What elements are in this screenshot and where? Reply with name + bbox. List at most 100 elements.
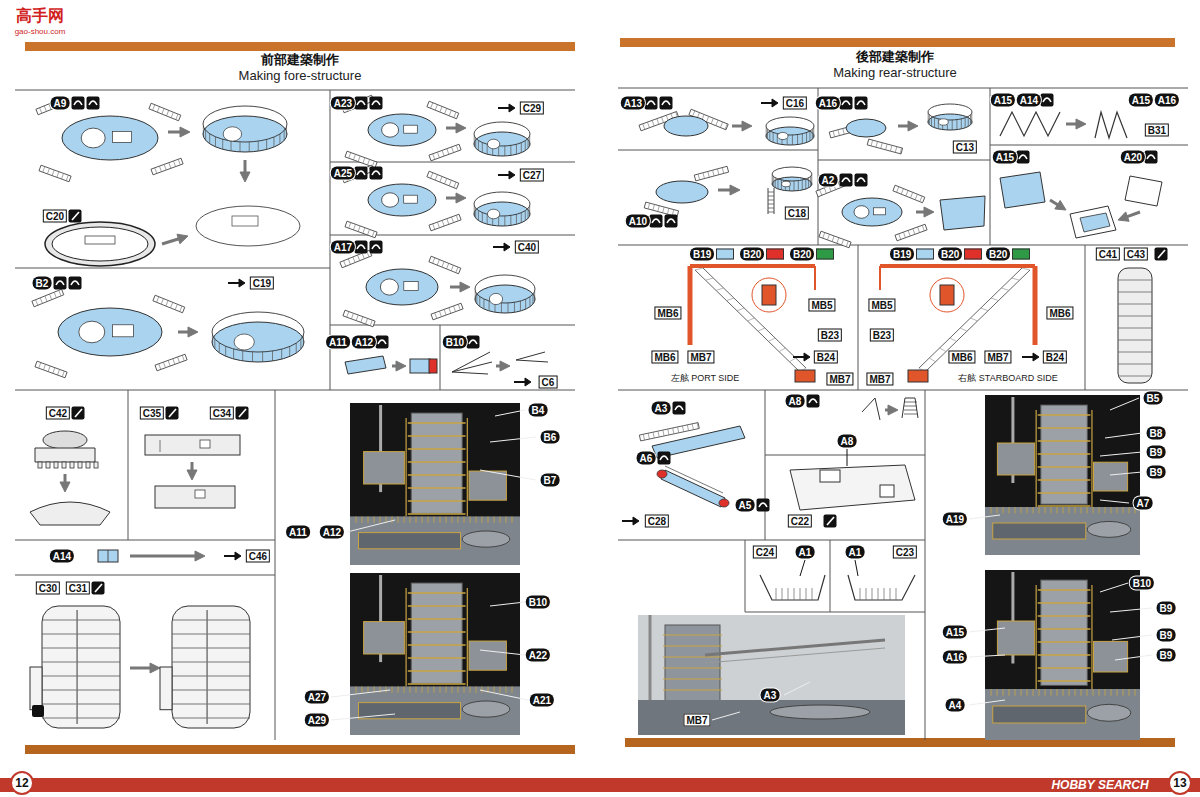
drawn-line: [362, 516, 363, 522]
subheading-text: Making fore-structure: [231, 68, 370, 84]
part-number-box: C30: [36, 582, 60, 595]
drawn-rect: [908, 370, 928, 382]
illustration-part: [433, 154, 435, 160]
illustration-part: [39, 165, 71, 182]
part-callout: B9: [1157, 602, 1176, 615]
drawn-line: [440, 325, 441, 390]
drawn-rect: [874, 208, 886, 215]
drawn-rect: [658, 452, 671, 465]
drawn-line: [482, 213, 483, 223]
drawn-line: [956, 120, 957, 130]
illustration-part: [170, 302, 172, 308]
illustration-part: [708, 171, 710, 177]
drawn-line: [981, 308, 988, 311]
drawn-line: [716, 288, 724, 290]
drawn-shape: [848, 575, 915, 600]
drawn-line: [408, 513, 466, 515]
drawn-line: [1093, 689, 1094, 696]
drawn-line: [878, 588, 879, 600]
drawn-line: [408, 631, 466, 633]
illustration-part: [363, 158, 365, 164]
illustration-part: [433, 224, 435, 230]
drawn-line: [769, 338, 776, 341]
drawn-ellipse: [487, 139, 499, 149]
drawn-ellipse: [382, 193, 399, 207]
illustration-part: [920, 196, 922, 202]
drawn-line: [812, 588, 813, 600]
drawn-line: [408, 644, 466, 646]
drawn-line: [440, 686, 441, 692]
drawn-rect: [166, 407, 179, 420]
drawn-line: [663, 645, 722, 646]
drawn-line: [408, 592, 466, 594]
drawn-shape: [396, 361, 406, 371]
railing-strip: [427, 101, 459, 119]
drawn-rect: [98, 550, 118, 562]
illustration-part: [173, 359, 175, 365]
illustration-part: [871, 140, 873, 146]
drawn-line: [1038, 628, 1091, 630]
part-callout: A12: [320, 526, 344, 539]
drawn-line: [618, 540, 925, 541]
drawn-line: [452, 372, 488, 374]
drawn-line: [1110, 608, 1152, 612]
illustration-part: [693, 111, 695, 117]
illustration-part: [437, 260, 439, 266]
part-callout: A2: [819, 174, 838, 187]
drawn-line: [806, 588, 807, 600]
drawn-line: [498, 107, 510, 109]
drawn-line: [516, 144, 517, 154]
drawn-line: [663, 689, 722, 690]
drawn-line: [347, 520, 395, 532]
illustration-part: [361, 317, 363, 323]
drawn-shape: [509, 171, 515, 179]
page-number: 13: [1168, 771, 1192, 795]
part-callout: B9: [1157, 629, 1176, 642]
drawn-shape: [239, 279, 245, 287]
drawn-rect: [660, 97, 673, 110]
part-callout: A11: [286, 526, 310, 539]
drawn-shape: [1000, 112, 1060, 136]
drawn-line: [172, 704, 250, 705]
illustration-part: [343, 310, 375, 327]
drawn-line: [1118, 316, 1152, 317]
drawn-shape: [372, 171, 380, 175]
illustration-part: [648, 203, 650, 209]
drawn-line: [458, 686, 459, 692]
drawn-rect: [645, 97, 658, 110]
part-callout: B10: [443, 336, 467, 349]
drawn-line: [272, 351, 273, 361]
drawn-line: [521, 143, 522, 153]
drawn-ellipse: [223, 127, 241, 141]
illustration-part: [893, 185, 925, 203]
drawn-line: [880, 264, 1035, 268]
illustration-part: [667, 208, 669, 214]
drawn-rect: [69, 210, 82, 223]
part-callout: A16: [816, 97, 840, 110]
part-callout: B2: [33, 277, 52, 290]
drawn-line: [1118, 340, 1152, 341]
drawn-rect: [940, 285, 954, 305]
drawn-line: [929, 115, 930, 125]
drawn-line: [1118, 292, 1152, 293]
illustration-part: [182, 355, 184, 361]
drawn-ellipse: [203, 106, 287, 142]
drawn-line: [772, 175, 773, 185]
drawn-line: [476, 686, 477, 692]
drawn-line: [1022, 268, 1030, 270]
drawn-rect: [160, 667, 172, 710]
illustration-part: [440, 176, 442, 182]
railing-strip: [345, 221, 377, 238]
drawn-ellipse: [939, 119, 949, 125]
drawn-line: [1038, 680, 1091, 682]
drawn-line: [224, 555, 236, 557]
drawn-line: [688, 266, 693, 345]
drawn-shape: [504, 243, 510, 251]
part-callout: B10: [526, 596, 550, 609]
drawn-line: [408, 618, 466, 620]
drawn-ellipse: [81, 128, 105, 148]
drawn-line: [1112, 635, 1152, 640]
drawn-shape: [940, 196, 985, 230]
drawn-line: [504, 146, 505, 156]
illustration-part: [657, 119, 659, 125]
